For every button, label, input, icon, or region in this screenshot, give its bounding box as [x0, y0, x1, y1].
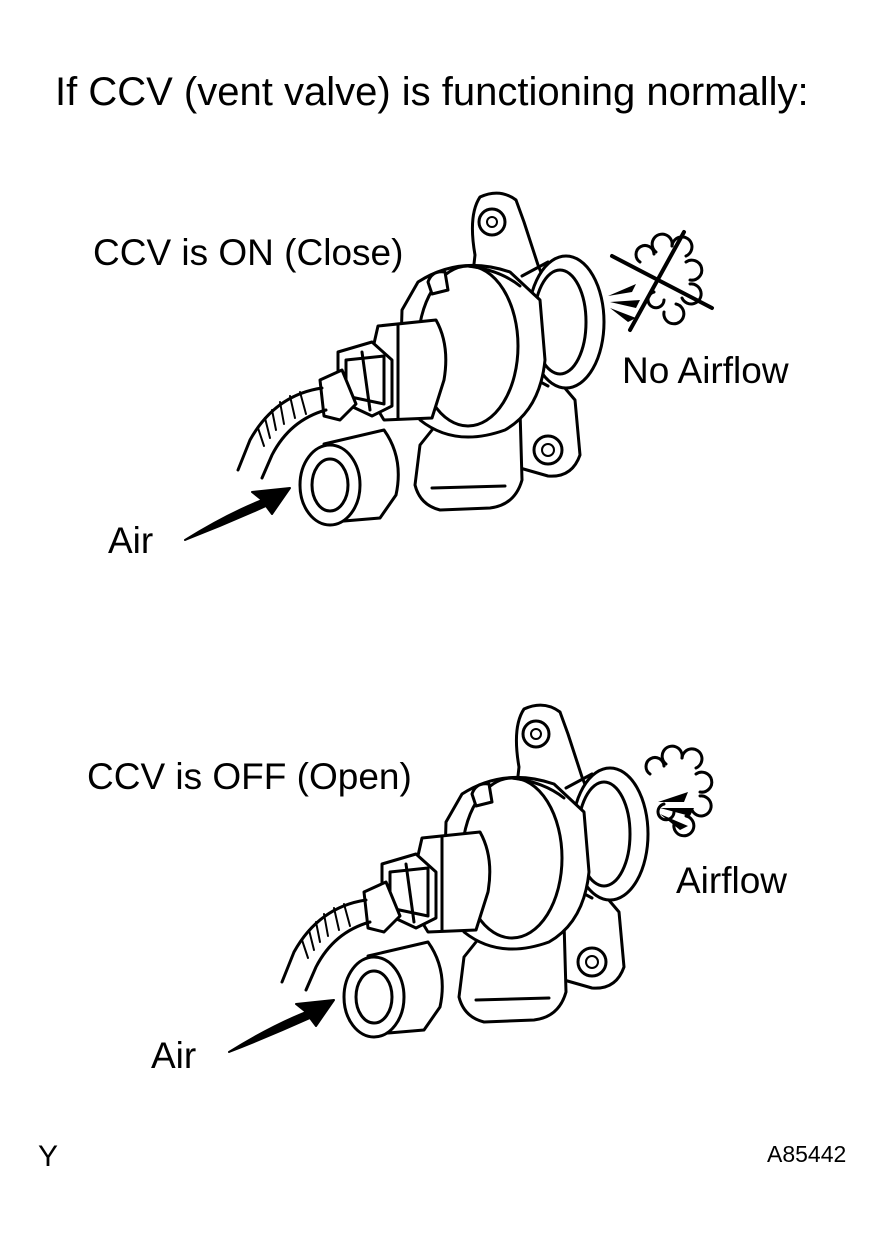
ccv-on-label: CCV is ON (Close): [93, 232, 404, 273]
arrow-icon: [184, 487, 291, 541]
figure-code: A85442: [767, 1141, 847, 1167]
page-title: If CCV (vent valve) is functioning norma…: [55, 70, 809, 114]
airflow-icon: [644, 744, 714, 838]
air-inlet-label-bottom: Air: [151, 1035, 197, 1076]
no-airflow-label: No Airflow: [622, 350, 789, 391]
ccv-off-label: CCV is OFF (Open): [87, 756, 412, 797]
blocked-airflow-icon: [608, 230, 714, 332]
airflow-label: Airflow: [676, 860, 788, 901]
valve-icon: [280, 703, 650, 1039]
air-inlet-label-top: Air: [108, 520, 154, 561]
valve-icon: [236, 191, 606, 527]
corner-code: Y: [38, 1140, 59, 1173]
arrow-icon: [228, 999, 335, 1053]
